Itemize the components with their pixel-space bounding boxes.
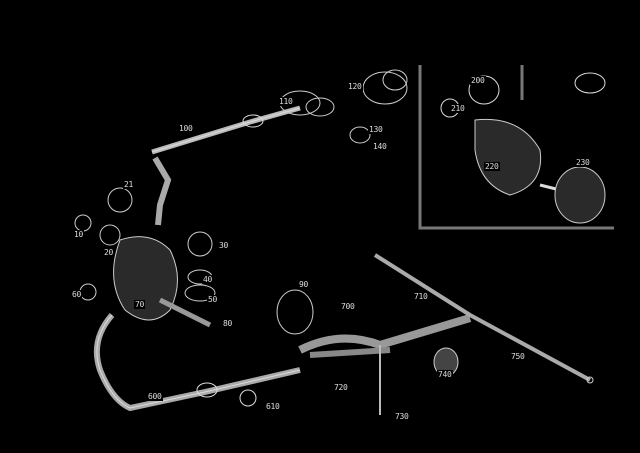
callout-label: 700 <box>340 302 356 311</box>
callout-label: 600 <box>147 392 163 401</box>
callout-label: 720 <box>333 383 349 392</box>
callout-label: 230 <box>575 158 591 167</box>
callout-label: 710 <box>413 292 429 301</box>
callout-label: 730 <box>394 412 410 421</box>
callout-label: 20 <box>103 248 115 257</box>
callout-label: 70 <box>134 300 146 309</box>
callout-label: 60 <box>71 290 83 299</box>
lower-cable <box>94 313 301 412</box>
callout-label: 610 <box>265 402 281 411</box>
left-assembly-cluster <box>74 187 216 328</box>
callout-label: 210 <box>450 104 466 113</box>
callout-label: 200 <box>470 76 486 85</box>
callout-label: 110 <box>278 97 294 106</box>
callout-label: 220 <box>484 162 500 171</box>
upper-cable <box>151 105 301 226</box>
top-connector-cluster <box>279 69 408 144</box>
callout-label: 90 <box>298 280 310 289</box>
callout-label: 30 <box>218 241 230 250</box>
callout-label: 740 <box>437 370 453 379</box>
callout-label: 21 <box>123 180 135 189</box>
callout-label: 80 <box>222 319 234 328</box>
inset-panel <box>418 65 614 230</box>
mid-hub-cluster <box>276 253 594 415</box>
callout-label: 120 <box>347 82 363 91</box>
callout-label: 750 <box>510 352 526 361</box>
callout-label: 100 <box>178 124 194 133</box>
callout-label: 130 <box>368 125 384 134</box>
callout-label: 10 <box>73 230 85 239</box>
callout-label: 50 <box>207 295 219 304</box>
callout-label: 140 <box>372 142 388 151</box>
callout-label: 40 <box>202 275 214 284</box>
